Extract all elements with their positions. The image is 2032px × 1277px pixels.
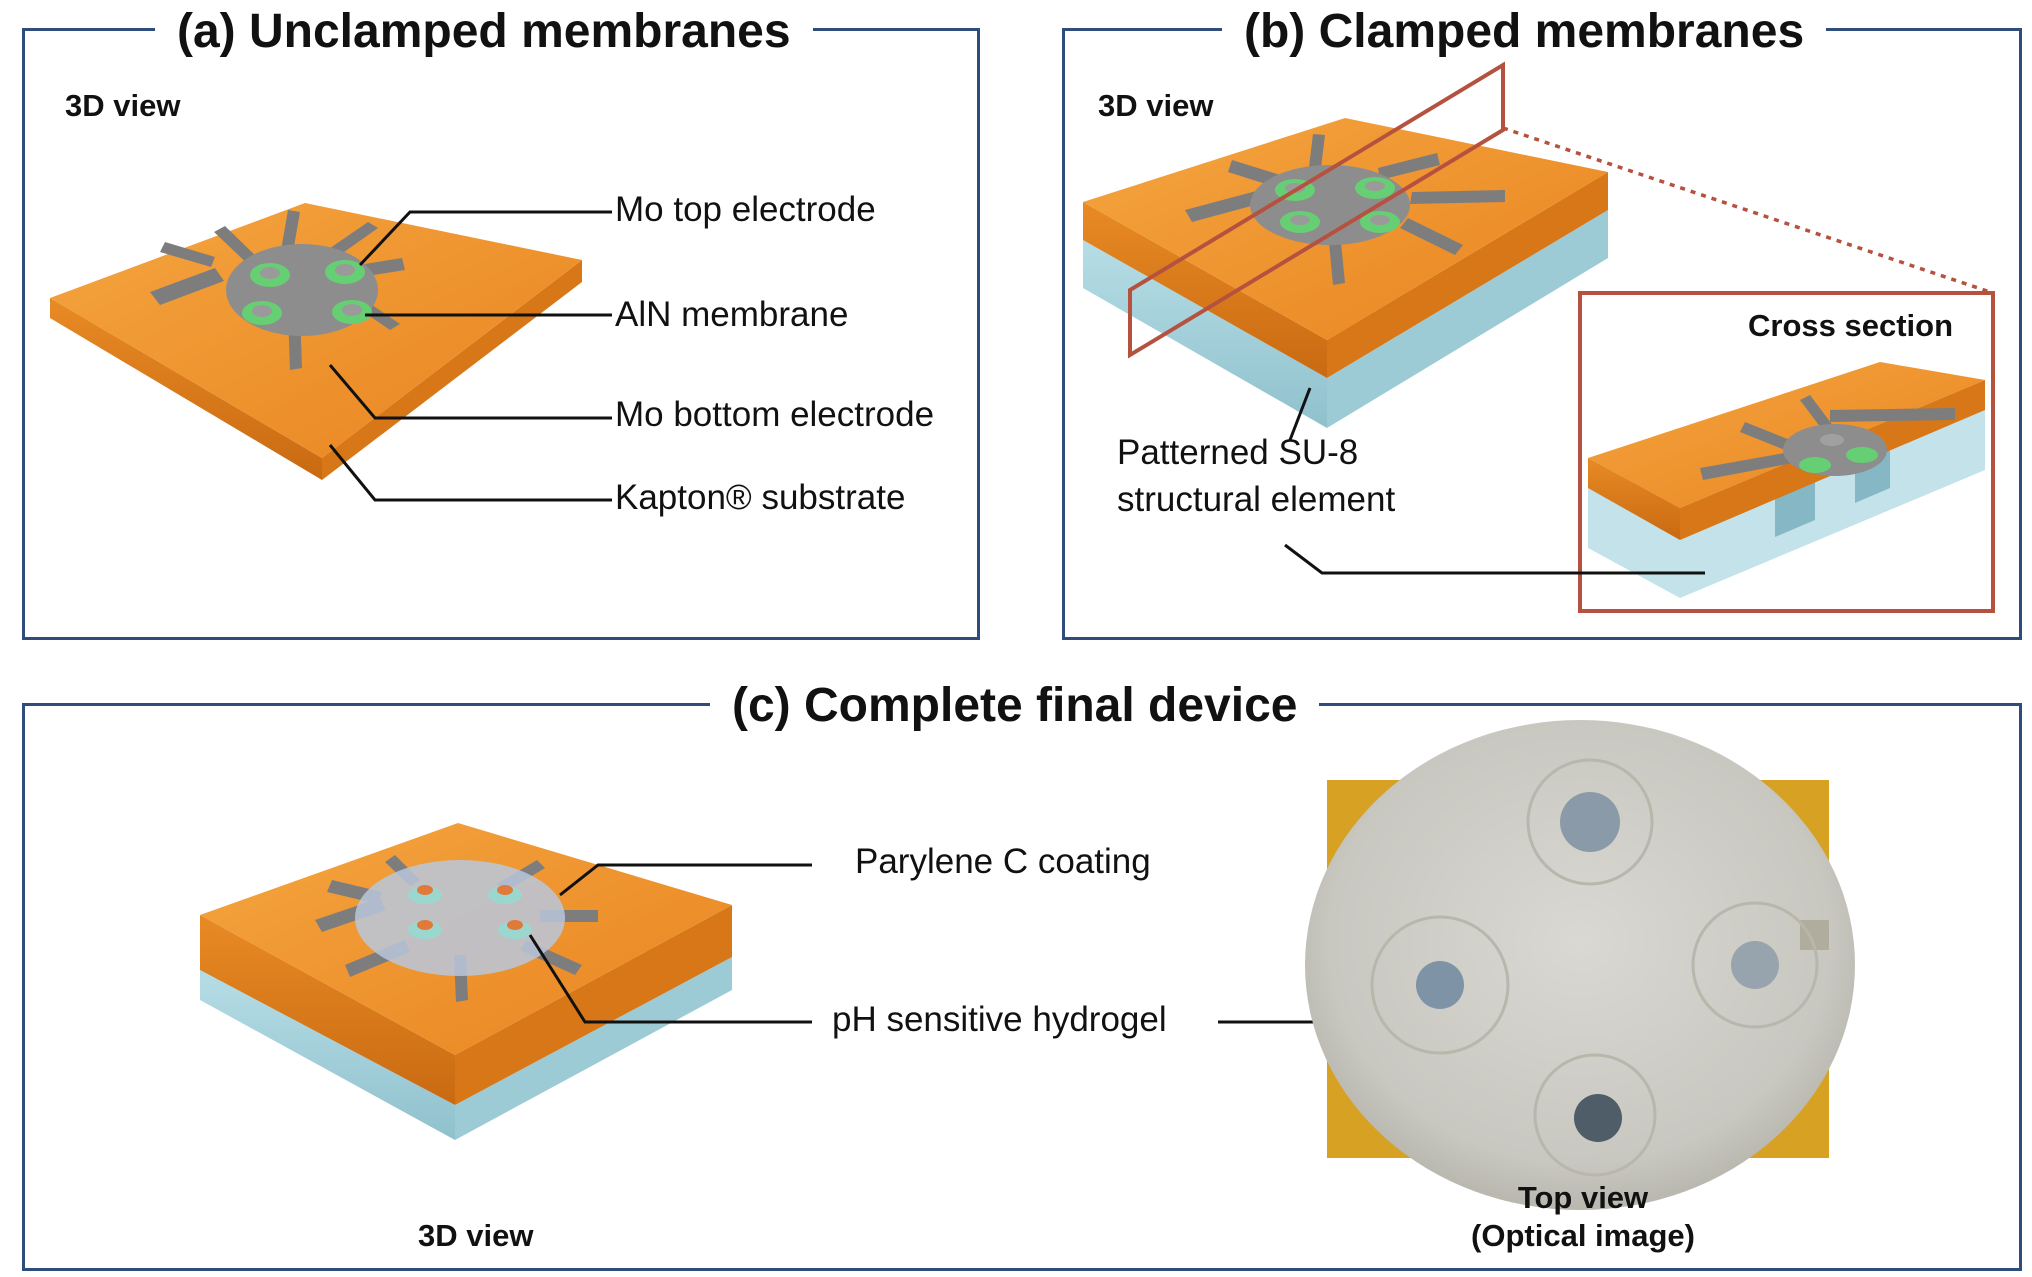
panel-c-title: (c) Complete final device — [710, 678, 1320, 734]
kapton-layer-right — [1327, 172, 1608, 378]
cross-section-frame — [1578, 291, 1995, 613]
panel-b-view-label: 3D view — [1098, 88, 1214, 123]
su8-layer-left — [1083, 240, 1327, 428]
device-a-3d — [50, 203, 582, 480]
panel-a-view-label: 3D view — [65, 88, 181, 123]
panel-c-view-label: 3D view — [418, 1218, 534, 1253]
cutting-plane — [1128, 61, 1505, 359]
optical-image-label: (Optical image) — [1471, 1218, 1695, 1253]
label-kapton-substrate: Kapton® substrate — [615, 478, 906, 517]
kapton-side-left — [50, 298, 322, 480]
cross-section-label: Cross section — [1748, 308, 1954, 343]
callout-lines-a — [328, 210, 612, 502]
panel-a-title: (a) Unclamped membranes — [155, 4, 813, 60]
label-mo-top-electrode: Mo top electrode — [615, 190, 876, 229]
device-b-3d — [1083, 61, 1608, 428]
label-su8-line1: Patterned SU-8 — [1117, 433, 1359, 472]
parylene-coating — [355, 860, 565, 976]
su8-layer-right — [1327, 210, 1608, 428]
top-view-label: Top view — [1517, 1180, 1649, 1215]
label-ph-hydrogel: pH sensitive hydrogel — [832, 1000, 1167, 1039]
label-parylene-coating: Parylene C coating — [855, 842, 1151, 881]
device-c-3d — [200, 823, 732, 1140]
optical-image — [1305, 720, 1855, 1210]
zoom-dotted-line — [1502, 126, 1994, 295]
kapton-layer-left — [1083, 202, 1327, 378]
cross-section-device — [1588, 362, 1985, 598]
panel-b-title: (b) Clamped membranes — [1222, 4, 1827, 60]
callout-lines-b — [1284, 387, 1705, 575]
label-su8-line2: structural element — [1117, 480, 1396, 519]
label-mo-bottom-electrode: Mo bottom electrode — [615, 395, 935, 434]
label-aln-membrane: AlN membrane — [615, 295, 849, 334]
